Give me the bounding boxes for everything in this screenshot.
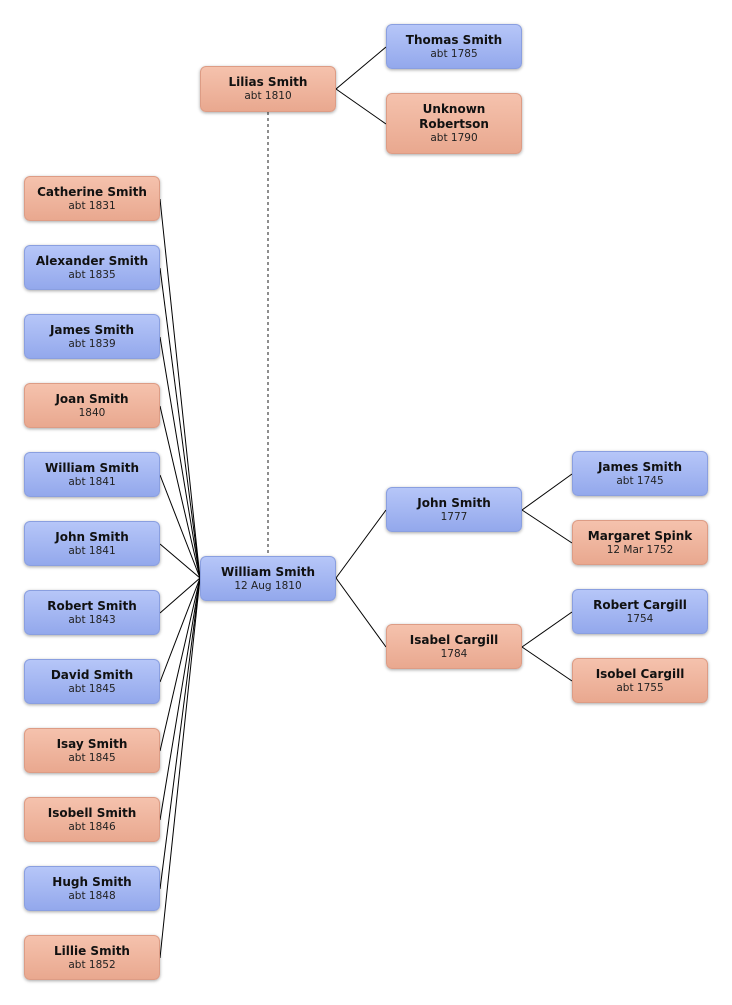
parent-link bbox=[335, 577, 387, 648]
person-date: abt 1745 bbox=[616, 474, 664, 487]
person-name: John Smith bbox=[417, 495, 491, 510]
person-name: David Smith bbox=[50, 667, 134, 682]
spouse-parent-link bbox=[335, 46, 387, 90]
person-date: 1784 bbox=[440, 647, 468, 660]
person-name: Joan Smith bbox=[55, 391, 129, 406]
person-name: James Smith bbox=[597, 459, 683, 474]
person-card-paternal-grandmother[interactable]: Margaret Spink 12 Mar 1752 bbox=[572, 520, 708, 565]
parent-link bbox=[335, 509, 387, 579]
person-date: abt 1845 bbox=[68, 682, 116, 695]
child-link bbox=[159, 543, 201, 579]
person-name: Catherine Smith bbox=[37, 184, 147, 199]
grandparent-link bbox=[521, 611, 573, 648]
person-card-spouse-mother[interactable]: Unknown Robertson abt 1790 bbox=[386, 93, 522, 154]
person-card-child[interactable]: James Smith abt 1839 bbox=[24, 314, 160, 359]
person-name: Margaret Spink bbox=[587, 528, 693, 543]
person-card-father[interactable]: John Smith 1777 bbox=[386, 487, 522, 532]
person-card-child[interactable]: Isobell Smith abt 1846 bbox=[24, 797, 160, 842]
person-date: abt 1841 bbox=[68, 475, 116, 488]
child-link bbox=[159, 577, 201, 959]
person-card-child[interactable]: Isay Smith abt 1845 bbox=[24, 728, 160, 773]
person-date: abt 1841 bbox=[68, 544, 116, 557]
person-name: Unknown Robertson bbox=[419, 102, 489, 131]
person-date: 1840 bbox=[78, 406, 106, 419]
person-date: 12 Mar 1752 bbox=[606, 543, 674, 556]
person-card-spouse[interactable]: Lilias Smith abt 1810 bbox=[200, 66, 336, 112]
person-card-paternal-grandfather[interactable]: James Smith abt 1745 bbox=[572, 451, 708, 496]
person-card-maternal-grandmother[interactable]: Isobel Cargill abt 1755 bbox=[572, 658, 708, 703]
person-date: abt 1843 bbox=[68, 613, 116, 626]
person-name: Alexander Smith bbox=[35, 253, 149, 268]
person-name: William Smith bbox=[44, 460, 139, 475]
person-name: James Smith bbox=[49, 322, 135, 337]
grandparent-link bbox=[521, 473, 573, 511]
person-card-child[interactable]: John Smith abt 1841 bbox=[24, 521, 160, 566]
person-date: abt 1835 bbox=[68, 268, 116, 281]
person-date: abt 1810 bbox=[244, 90, 292, 102]
person-date: abt 1845 bbox=[68, 751, 116, 764]
child-link bbox=[159, 198, 201, 579]
person-date: abt 1839 bbox=[68, 337, 116, 350]
person-date: abt 1848 bbox=[68, 889, 116, 902]
grandparent-link bbox=[521, 509, 573, 544]
person-card-mother[interactable]: Isabel Cargill 1784 bbox=[386, 624, 522, 669]
child-link bbox=[159, 577, 201, 683]
child-link bbox=[159, 577, 201, 614]
child-link bbox=[159, 474, 201, 579]
child-link bbox=[159, 577, 201, 752]
child-link bbox=[159, 267, 201, 579]
person-date: abt 1852 bbox=[68, 958, 116, 971]
person-name: John Smith bbox=[55, 529, 129, 544]
person-name: Lillie Smith bbox=[54, 943, 130, 958]
person-date: abt 1790 bbox=[430, 132, 478, 144]
person-date: abt 1755 bbox=[616, 681, 664, 694]
person-card-spouse-father[interactable]: Thomas Smith abt 1785 bbox=[386, 24, 522, 69]
person-card-maternal-grandfather[interactable]: Robert Cargill 1754 bbox=[572, 589, 708, 634]
child-link bbox=[159, 577, 201, 821]
person-name: Isabel Cargill bbox=[409, 632, 499, 647]
person-card-child[interactable]: Joan Smith 1840 bbox=[24, 383, 160, 428]
person-date: abt 1785 bbox=[430, 47, 478, 60]
spouse-parent-link bbox=[335, 88, 387, 125]
person-card-child[interactable]: Catherine Smith abt 1831 bbox=[24, 176, 160, 221]
person-date: 12 Aug 1810 bbox=[234, 579, 302, 592]
person-date: abt 1846 bbox=[68, 820, 116, 833]
person-name: Robert Smith bbox=[47, 598, 137, 613]
person-card-child[interactable]: David Smith abt 1845 bbox=[24, 659, 160, 704]
child-link bbox=[159, 405, 201, 579]
person-date: 1754 bbox=[626, 612, 654, 625]
person-name: Isobell Smith bbox=[47, 805, 137, 820]
person-name: Isobel Cargill bbox=[595, 666, 685, 681]
person-name: Isay Smith bbox=[56, 736, 128, 751]
person-name: Thomas Smith bbox=[405, 32, 503, 47]
person-card-child[interactable]: Hugh Smith abt 1848 bbox=[24, 866, 160, 911]
person-card-child[interactable]: Alexander Smith abt 1835 bbox=[24, 245, 160, 290]
person-card-child[interactable]: Robert Smith abt 1843 bbox=[24, 590, 160, 635]
person-card-child[interactable]: Lillie Smith abt 1852 bbox=[24, 935, 160, 980]
child-link bbox=[159, 577, 201, 890]
person-name: Lilias Smith bbox=[228, 75, 308, 89]
person-name: Hugh Smith bbox=[52, 874, 132, 889]
person-name: William Smith bbox=[220, 564, 315, 579]
person-card-child[interactable]: William Smith abt 1841 bbox=[24, 452, 160, 497]
child-link bbox=[159, 336, 201, 579]
person-date: 1777 bbox=[440, 510, 468, 523]
person-card-root[interactable]: William Smith 12 Aug 1810 bbox=[200, 556, 336, 601]
person-date: abt 1831 bbox=[68, 199, 116, 212]
person-name: Robert Cargill bbox=[593, 597, 687, 612]
grandparent-link bbox=[521, 646, 573, 682]
